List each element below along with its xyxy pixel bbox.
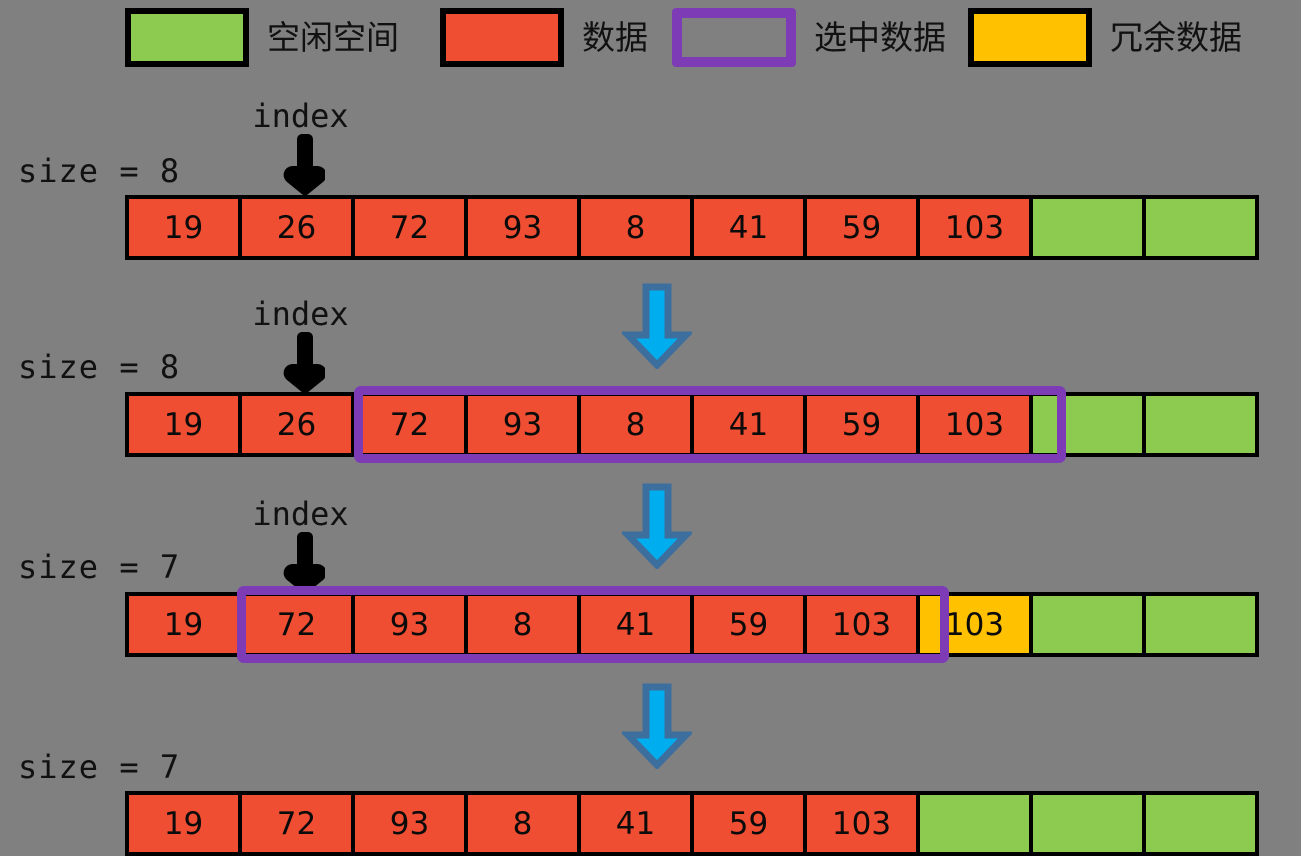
flow-arrow-icon: [619, 483, 695, 571]
size-label: size = 7: [18, 748, 181, 786]
purple-outline-square-icon: [672, 8, 796, 67]
array-cell-3[interactable]: 8: [464, 592, 581, 657]
flow-arrow-icon: [619, 683, 695, 771]
index-arrow-icon: [283, 532, 325, 594]
array-cell-5[interactable]: 41: [690, 392, 807, 457]
array-cell-3[interactable]: 93: [464, 195, 581, 260]
array-cell-2[interactable]: 93: [351, 791, 468, 856]
flow-arrow-2: [619, 483, 695, 571]
red-square-icon: [440, 8, 564, 67]
array-cell-4[interactable]: 41: [577, 592, 694, 657]
array-cell-7[interactable]: 103: [916, 392, 1033, 457]
legend-item-free: 空闲空间: [125, 8, 399, 67]
legend-item-selected: 选中数据: [672, 8, 946, 67]
array-cell-7[interactable]: 103: [916, 195, 1033, 260]
array-cell-5[interactable]: 41: [690, 195, 807, 260]
array-cell-1[interactable]: 72: [238, 592, 355, 657]
array-cell-2[interactable]: 72: [351, 195, 468, 260]
yellow-square-icon: [968, 8, 1092, 67]
array-cell-3[interactable]: 93: [464, 392, 581, 457]
size-label: size = 8: [18, 348, 181, 386]
size-label: size = 8: [18, 152, 181, 190]
array-cell-0[interactable]: 19: [125, 195, 242, 260]
array-cell-4[interactable]: 8: [577, 392, 694, 457]
array-cell-4[interactable]: 41: [577, 791, 694, 856]
index-arrow-icon: [283, 134, 325, 196]
array-cell-5[interactable]: 59: [690, 791, 807, 856]
index-pointer: index: [221, 100, 381, 196]
legend-label-data: 数据: [582, 18, 648, 57]
array-cell-6[interactable]: 103: [803, 791, 920, 856]
array-cell-2[interactable]: 72: [351, 392, 468, 457]
array-cell-3[interactable]: 8: [464, 791, 581, 856]
array-cell-5[interactable]: 59: [690, 592, 807, 657]
legend-item-data: 数据: [440, 8, 648, 67]
array-cell-7[interactable]: 103: [916, 592, 1033, 657]
array-cell-1[interactable]: 26: [238, 195, 355, 260]
array-cell-4[interactable]: 8: [577, 195, 694, 260]
array-cell-8[interactable]: [1029, 791, 1146, 856]
array-cell-0[interactable]: 19: [125, 392, 242, 457]
array-cell-9[interactable]: [1142, 592, 1259, 657]
array-cell-7[interactable]: [916, 791, 1033, 856]
legend-label-redundant: 冗余数据: [1110, 18, 1242, 57]
array-cell-8[interactable]: [1029, 195, 1146, 260]
legend-item-redundant: 冗余数据: [968, 8, 1242, 67]
array-cell-6[interactable]: 59: [803, 392, 920, 457]
legend-label-free: 空闲空间: [267, 18, 399, 57]
array-cell-8[interactable]: [1029, 592, 1146, 657]
flow-arrow-icon: [619, 283, 695, 371]
array-cell-6[interactable]: 103: [803, 592, 920, 657]
array-cell-8[interactable]: [1029, 392, 1146, 457]
array-cell-6[interactable]: 59: [803, 195, 920, 260]
array-cell-9[interactable]: [1142, 195, 1259, 260]
index-label: index: [252, 495, 349, 533]
array-cell-1[interactable]: 26: [238, 392, 355, 457]
index-arrow-icon: [283, 332, 325, 394]
legend: 空闲空间 数据 选中数据 冗余数据: [0, 0, 1301, 78]
array-cell-1[interactable]: 72: [238, 791, 355, 856]
array-cell-0[interactable]: 19: [125, 592, 242, 657]
flow-arrow-3: [619, 683, 695, 771]
flow-arrow-1: [619, 283, 695, 371]
size-label: size = 7: [18, 548, 181, 586]
index-label: index: [252, 97, 349, 135]
index-pointer: index: [221, 298, 381, 394]
legend-label-selected: 选中数据: [814, 18, 946, 57]
index-label: index: [252, 295, 349, 333]
array-cell-2[interactable]: 93: [351, 592, 468, 657]
array-cell-0[interactable]: 19: [125, 791, 242, 856]
array-cell-9[interactable]: [1142, 791, 1259, 856]
index-pointer: index: [221, 498, 381, 594]
array-cell-9[interactable]: [1142, 392, 1259, 457]
green-square-icon: [125, 8, 249, 67]
